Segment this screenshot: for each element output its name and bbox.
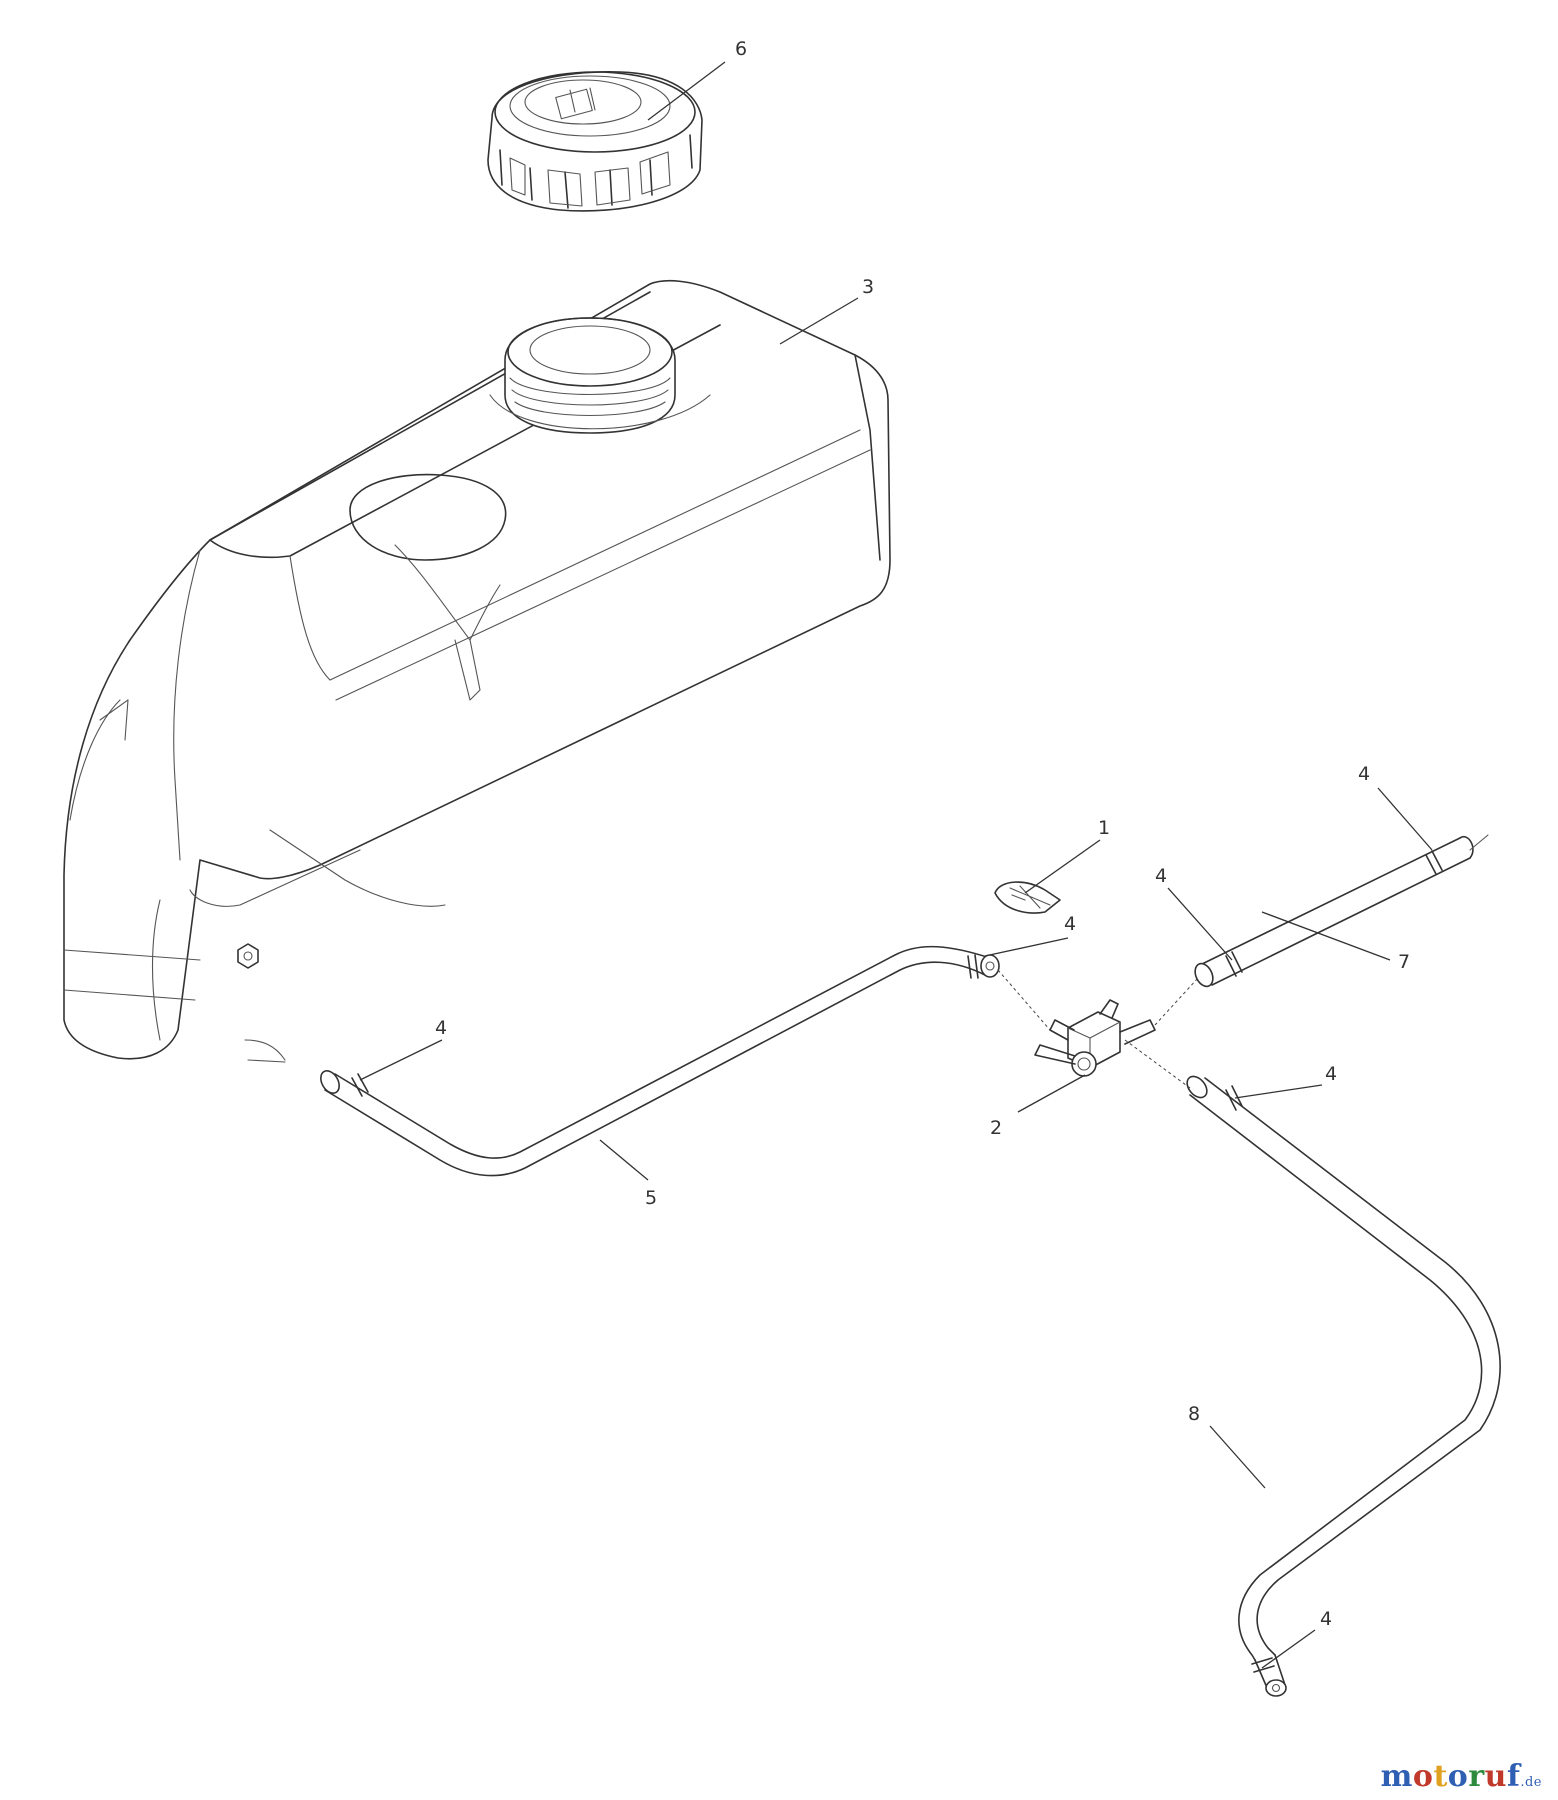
fuel-tank bbox=[63, 279, 891, 1063]
callout-part-4-bottom: 4 bbox=[1320, 1608, 1332, 1630]
watermark-letter: r bbox=[1468, 1759, 1485, 1794]
callout-part-1: 1 bbox=[1098, 817, 1110, 839]
callout-part-4-left: 4 bbox=[435, 1017, 447, 1039]
connection-lines bbox=[997, 969, 1199, 1089]
watermark-letter: o bbox=[1447, 1759, 1469, 1794]
callout-part-8: 8 bbox=[1188, 1403, 1200, 1425]
callout-part-4-upper-left: 4 bbox=[1064, 913, 1076, 935]
watermark-letter: f bbox=[1506, 1759, 1521, 1794]
callout-part-6: 6 bbox=[735, 38, 747, 60]
callout-part-2: 2 bbox=[990, 1117, 1002, 1139]
watermark-letter: u bbox=[1484, 1759, 1507, 1794]
bracket bbox=[994, 881, 1061, 914]
leader-lines bbox=[359, 61, 1433, 1669]
callouts: 6 3 1 4 4 4 7 4 4 2 5 8 4 bbox=[435, 38, 1410, 1630]
fuel-hose-5 bbox=[320, 945, 1000, 1177]
callout-part-4-middle: 4 bbox=[1155, 865, 1167, 887]
fuel-cap bbox=[487, 71, 703, 212]
fuel-valve bbox=[1034, 999, 1156, 1077]
callout-part-5: 5 bbox=[645, 1187, 657, 1209]
callout-part-4-upper-right: 4 bbox=[1358, 763, 1370, 785]
fuel-hose-8 bbox=[1186, 1075, 1501, 1697]
fuel-hose-7 bbox=[1194, 834, 1489, 988]
callout-part-3: 3 bbox=[862, 276, 874, 298]
callout-part-7: 7 bbox=[1398, 951, 1410, 973]
watermark-letter: t bbox=[1433, 1759, 1448, 1794]
watermark-suffix: .de bbox=[1520, 1775, 1542, 1790]
watermark-letter: m bbox=[1380, 1759, 1413, 1794]
watermark-logo: motoruf.de bbox=[1381, 1759, 1542, 1794]
callout-part-4-right: 4 bbox=[1325, 1063, 1337, 1085]
watermark-letter: o bbox=[1412, 1759, 1434, 1794]
